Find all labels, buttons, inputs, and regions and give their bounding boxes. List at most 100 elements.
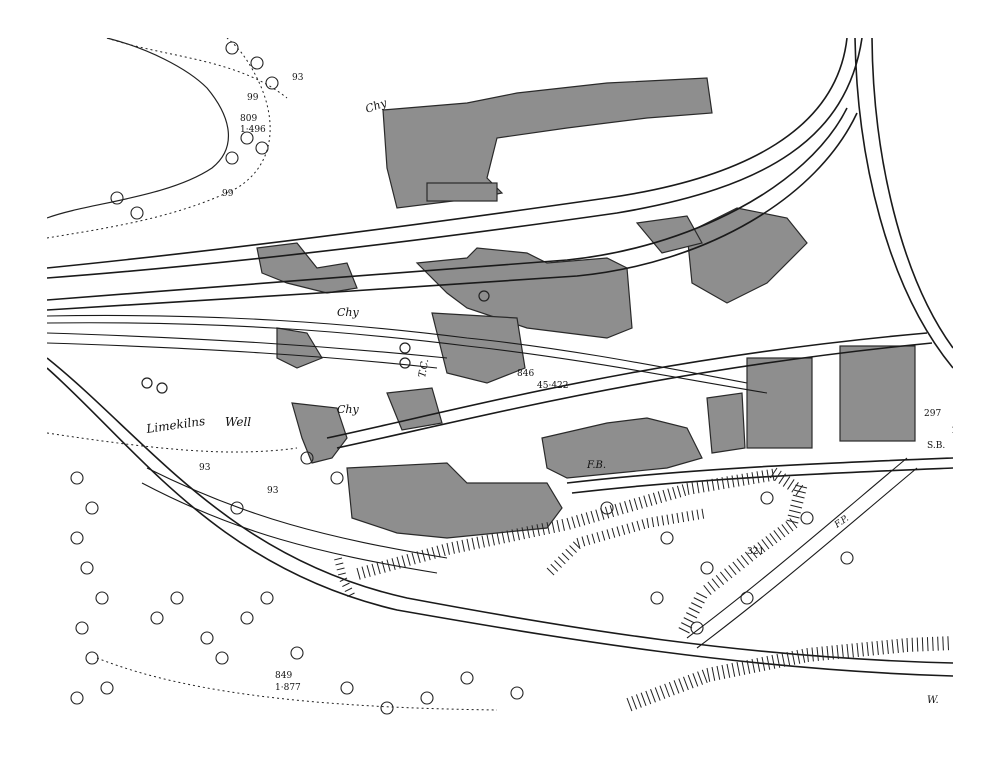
tree-symbol [170, 591, 184, 605]
embankment-hatch [856, 642, 859, 657]
embankment-hatch [777, 527, 786, 538]
embankment-hatch [511, 529, 515, 542]
footpath [96, 657, 498, 711]
embankment-hatch [606, 529, 611, 540]
embankment-hatch [657, 491, 663, 504]
embankment-hatch [891, 639, 894, 654]
embankment-hatch [716, 477, 720, 490]
embankment-hatch [792, 494, 805, 499]
embankment-hatch [836, 644, 839, 659]
embankment-hatch [806, 647, 809, 662]
embankment-hatch [701, 480, 705, 493]
building-block [426, 182, 498, 202]
embankment-hatch [640, 692, 647, 706]
railway-lines [47, 38, 953, 677]
building-south-east-2 [386, 387, 443, 431]
embankment-hatch [751, 658, 756, 673]
embankment-hatch [531, 525, 535, 538]
tree-symbol [600, 501, 614, 515]
label-chy-2: Chy [337, 306, 360, 319]
embankment-hatch [576, 537, 581, 548]
embankment-hatch [611, 527, 616, 538]
embankment-hatch [614, 503, 619, 516]
embankment-hatch [831, 645, 834, 660]
embankment-hatch [778, 473, 786, 484]
embankment-hatch [616, 526, 621, 537]
embankment-hatch [638, 496, 643, 509]
building-large-north [382, 77, 713, 209]
embankment-hatch [386, 559, 391, 572]
embankment-hatch [753, 545, 762, 556]
embankment-hatch [732, 561, 741, 572]
embankment-hatch [646, 517, 650, 528]
tree-symbol [740, 591, 754, 605]
building-south-east-1 [541, 417, 703, 479]
embankment-hatch [371, 563, 376, 576]
embankment-hatch [431, 547, 436, 559]
embankment-hatch [901, 638, 904, 653]
embankment-hatch [569, 545, 577, 553]
embankment-hatch [721, 664, 726, 679]
embankment-hatch [787, 514, 800, 519]
embankment-hatch [580, 513, 586, 526]
embankment-hatch [681, 622, 693, 629]
embankment-hatch [769, 467, 778, 479]
embankment-hatch [916, 637, 919, 652]
embankment-hatch [686, 612, 698, 619]
embankment-hatch [526, 526, 530, 539]
embankment-hatch [572, 541, 581, 550]
buildings [256, 77, 916, 539]
parcel-number-849: 849 [275, 671, 292, 681]
embankment-hatch [604, 506, 610, 519]
embankment-hatch [701, 508, 705, 519]
embankment-hatch [619, 502, 624, 515]
footpath [47, 432, 298, 453]
embankment-hatch [356, 567, 361, 580]
embankment-hatch [436, 545, 441, 558]
building-east-annex [706, 392, 746, 454]
embankment-hatch [937, 636, 939, 651]
embankment-hatch [826, 645, 829, 660]
label-limekilns: Limekilns [144, 414, 205, 436]
tree-symbol [200, 631, 214, 645]
embankment-hatch [335, 562, 344, 566]
embankment-hatch [621, 525, 626, 535]
embankment-hatch [556, 519, 560, 532]
embankment-hatch [585, 512, 591, 525]
embankment-hatch [551, 521, 555, 533]
tree-symbol [690, 621, 704, 635]
railway-map: Chy Chy Chy Limekilns Well T.C. F.B. F.P… [47, 38, 953, 715]
tree-symbol [225, 151, 239, 165]
embankment-hatch [466, 538, 470, 551]
embankment-hatch [786, 651, 791, 666]
embankment-hatch [688, 607, 700, 614]
embankment-hatch [811, 647, 814, 662]
embankment-hatch [521, 527, 525, 540]
embankment-hatch [921, 637, 924, 652]
embankment-hatch [344, 587, 353, 593]
embankment-hatch [736, 474, 740, 487]
building-south-central [346, 462, 563, 539]
embankment-hatch [726, 476, 730, 489]
embankment-hatch [654, 687, 661, 701]
quarry-boundary [47, 38, 230, 219]
embankment-hatch [896, 638, 899, 653]
quarry-boundary-dotted [47, 38, 271, 239]
embankment-hatch [711, 578, 720, 589]
embankment-hatch [773, 530, 782, 541]
embankment-hatch [790, 504, 803, 509]
embankment-hatch [736, 661, 741, 676]
embankment-hatch [566, 517, 571, 530]
embankment-hatch [676, 512, 680, 523]
tree-symbol [130, 206, 144, 220]
embankment-hatch [781, 652, 786, 667]
embankment-hatch [774, 470, 782, 482]
embankment-hatch [631, 522, 636, 533]
building-east-2 [839, 345, 916, 442]
embankment-hatch [628, 499, 634, 512]
embankment-hatch [787, 479, 795, 490]
tree-symbol [80, 561, 94, 575]
embankment-hatch [696, 592, 708, 599]
embankment-hatch [636, 520, 641, 531]
embankment-hatch [681, 484, 687, 497]
